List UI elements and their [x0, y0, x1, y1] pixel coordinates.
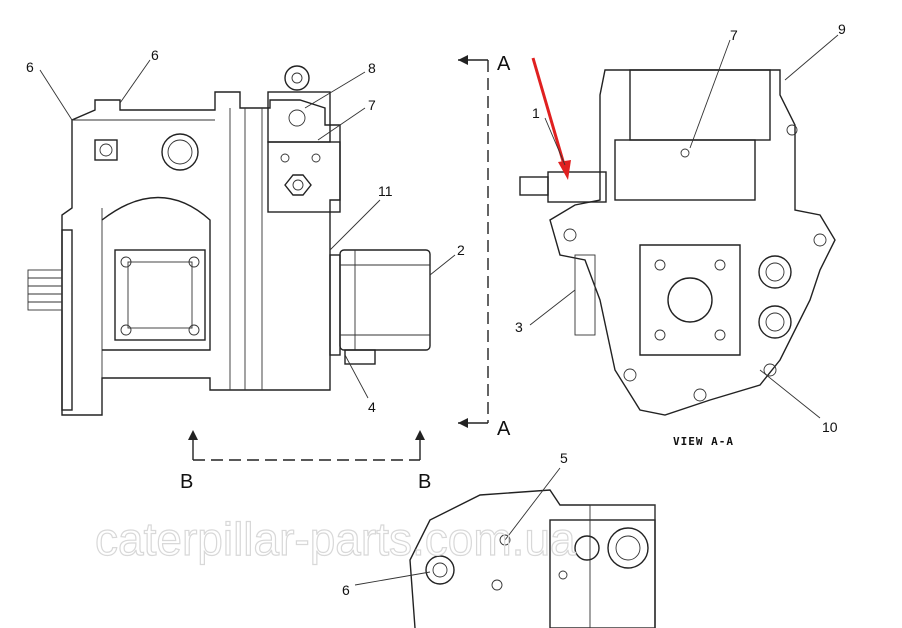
callout-4: 4	[368, 399, 376, 415]
section-mark-a: A	[497, 53, 511, 75]
section-mark-a: A	[497, 418, 511, 440]
section-mark-b: B	[418, 471, 431, 493]
callout-6: 6	[151, 47, 159, 63]
pump-side-view	[27, 65, 431, 416]
section-mark-b: B	[180, 471, 193, 493]
pump-bottom-view	[409, 489, 656, 628]
callout-9: 9	[838, 21, 846, 37]
callout-6: 6	[342, 582, 350, 598]
watermark: caterpillar-parts.com.ua	[95, 513, 576, 565]
red-pointer-arrow	[531, 57, 571, 180]
section-lines	[188, 55, 489, 461]
callout-10: 10	[822, 419, 838, 435]
view-label: VIEW A-A	[673, 435, 734, 448]
callout-6: 6	[26, 59, 34, 75]
callout-3: 3	[515, 319, 523, 335]
leader-lines	[39, 34, 839, 586]
callout-1: 1	[532, 105, 540, 121]
callout-2: 2	[457, 242, 465, 258]
callout-8: 8	[368, 60, 376, 76]
callout-7: 7	[730, 27, 738, 43]
callout-11: 11	[378, 183, 393, 199]
callout-7: 7	[368, 97, 376, 113]
pump-end-view	[519, 69, 836, 416]
callout-5: 5	[560, 450, 568, 466]
